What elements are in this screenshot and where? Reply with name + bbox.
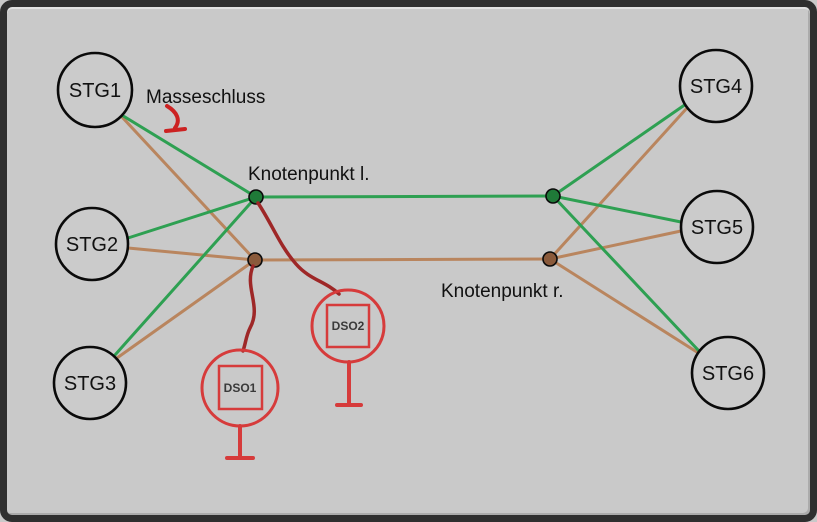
brown-line-right-junction-stg4 — [548, 106, 689, 261]
text-annotations: Masseschluss Knotenpunkt l. Knotenpunkt … — [146, 87, 564, 302]
knotenpunkt-rechts-label: Knotenpunkt r. — [441, 281, 564, 302]
brown-trunk-line — [253, 257, 552, 262]
junction-right-brown-dot — [542, 251, 558, 267]
green-line-right-junction-stg4 — [551, 102, 688, 198]
junction-left-brown-dot — [247, 252, 263, 268]
green-line-stg3-left-junction — [113, 195, 258, 357]
ground-fault-bar — [164, 127, 187, 133]
probe-curves — [241, 201, 341, 353]
node-stg3 — [52, 345, 128, 421]
oscilloscope-dso1: DSO1 — [200, 348, 280, 460]
dso1-screen-square — [217, 364, 264, 411]
node-stg5 — [679, 189, 755, 265]
green-line-right-junction-stg6 — [551, 194, 701, 353]
brown-line-stg2-left-junction — [126, 246, 257, 262]
green-line-right-junction-stg5 — [551, 194, 683, 224]
brown-line-right-junction-stg6 — [548, 257, 702, 356]
dso2-screen-square — [325, 303, 371, 349]
node-stg4-label: STG4 — [690, 76, 742, 98]
green-line-stg1-left-junction — [118, 112, 258, 199]
oscilloscope-dso2: DSO2 — [310, 288, 386, 407]
brown-line-stg1-left-junction — [120, 115, 257, 262]
green-line-stg2-left-junction — [126, 195, 258, 240]
node-stg6-label: STG6 — [702, 363, 754, 385]
stg-nodes: STG1 STG2 STG3 STG4 STG5 STG6 — [52, 48, 766, 421]
ground-fault-marker — [164, 104, 187, 133]
brown-line-right-junction-stg5 — [548, 229, 683, 261]
knotenpunkt-links-label: Knotenpunkt l. — [248, 164, 369, 185]
green-trunk-line — [254, 194, 555, 199]
junction-left-green-dot — [248, 189, 264, 205]
node-stg1-label: STG1 — [69, 80, 121, 102]
junction-dots — [247, 188, 561, 268]
dso1-label: DSO1 — [224, 381, 257, 395]
node-stg1 — [56, 51, 134, 129]
junction-right-green-dot — [545, 188, 561, 204]
green-bus-lines — [113, 102, 701, 357]
ground-fault-squiggle — [165, 104, 180, 130]
node-stg5-label: STG5 — [691, 217, 743, 239]
node-stg4 — [678, 48, 754, 124]
brown-line-stg3-left-junction — [115, 258, 257, 360]
node-stg2 — [54, 206, 130, 282]
brown-bus-lines — [115, 106, 702, 360]
dso2-label: DSO2 — [332, 319, 365, 333]
probe-curve-dso2 — [256, 201, 341, 296]
masseschluss-label: Masseschluss — [146, 87, 265, 108]
probe-curve-dso1 — [241, 264, 256, 353]
node-stg6 — [690, 335, 766, 411]
node-stg2-label: STG2 — [66, 234, 118, 256]
node-stg3-label: STG3 — [64, 373, 116, 395]
